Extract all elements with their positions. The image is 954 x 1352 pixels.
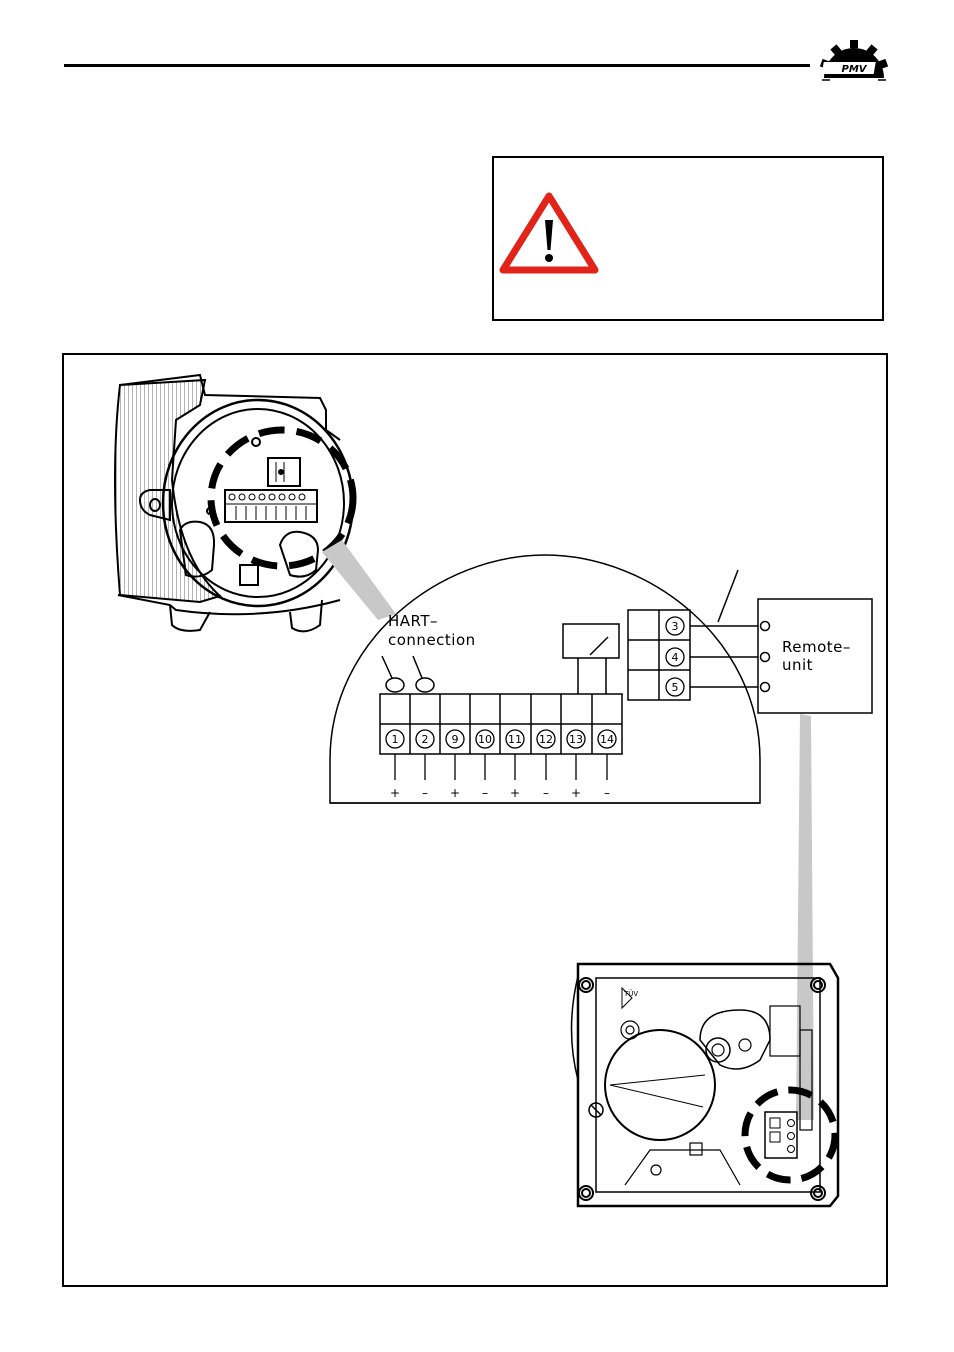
terminal-circle	[536, 729, 556, 749]
remote-unit-enclosure	[570, 962, 840, 1208]
diagram-frame	[62, 353, 888, 1287]
remote-terminal-block	[627, 609, 691, 701]
remote-unit-label-line2: unit	[782, 656, 813, 674]
logo-text: PMV	[841, 64, 867, 75]
hart-sockets	[381, 655, 435, 693]
polarity-sign: –	[422, 786, 428, 800]
terminal-number: 13	[569, 733, 583, 746]
terminal-highlight-circle	[207, 426, 357, 570]
polarity-sign: –	[604, 786, 610, 800]
terminal-number: 14	[600, 733, 614, 746]
remote-terminal-circle	[665, 677, 685, 697]
remote-terminal-circle	[665, 647, 685, 667]
polarity-sign: –	[543, 786, 549, 800]
terminal-circle	[445, 729, 465, 749]
terminal-number: 10	[478, 733, 492, 746]
terminal-number: 12	[539, 733, 553, 746]
polarity-sign: –	[482, 786, 488, 800]
remote-terminal-circle	[665, 616, 685, 636]
terminal-circle	[475, 729, 495, 749]
terminal-strip	[379, 693, 623, 755]
callout-pointer-remote	[796, 714, 814, 1120]
terminal-circle	[415, 729, 435, 749]
hart-label-line2: connection	[388, 631, 476, 649]
terminal-circle	[597, 729, 617, 749]
relay-contact	[562, 623, 620, 694]
polarity-sign: +	[390, 786, 400, 800]
terminal-circle	[385, 729, 405, 749]
remote-terminal-number: 3	[672, 620, 679, 633]
terminal-number: 11	[508, 733, 522, 746]
header-rule	[64, 64, 810, 67]
remote-unit-box	[757, 598, 873, 714]
pmv-logo: PMV	[819, 40, 889, 81]
remote-terminal-number: 4	[672, 651, 679, 664]
tuv-marking: TÜV	[623, 989, 638, 998]
terminal-number: 2	[422, 733, 429, 746]
terminal-circle	[566, 729, 586, 749]
remote-terminal-highlight-circle	[741, 1086, 839, 1184]
polarity-sign: +	[510, 786, 520, 800]
warning-box	[492, 156, 884, 321]
hart-label: HART–	[388, 612, 438, 630]
polarity-sign: +	[571, 786, 581, 800]
terminal-circle	[505, 729, 525, 749]
remote-unit-label: Remote–	[782, 638, 851, 656]
polarity-sign: +	[450, 786, 460, 800]
terminal-detail-dome	[329, 554, 761, 804]
terminal-number: 1	[392, 733, 399, 746]
warning-triangle-icon	[499, 192, 599, 274]
remote-terminal-number: 5	[672, 681, 679, 694]
terminal-number: 9	[452, 733, 459, 746]
positioner-housing	[114, 373, 355, 633]
callout-pointer-housing	[322, 540, 396, 620]
